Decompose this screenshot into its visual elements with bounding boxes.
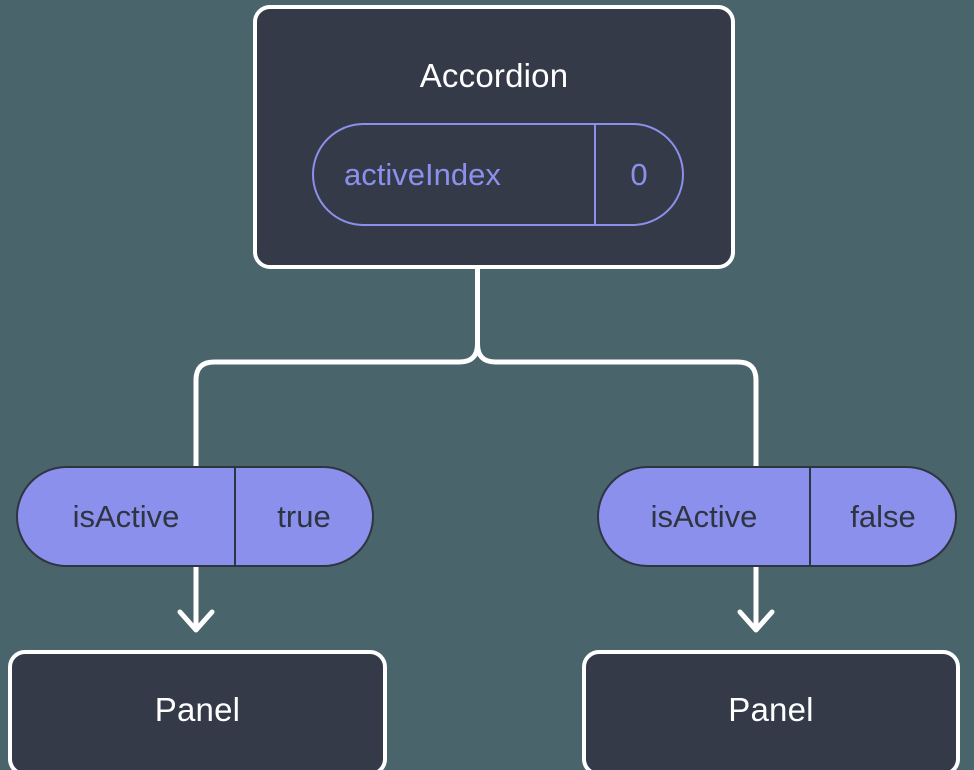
state-pill-value: 0 [594,125,682,224]
arrow-down-right [737,566,775,633]
panel-title: Panel [728,690,814,728]
prop-pill-isactive-false[interactable]: isActive false [597,466,957,567]
node-accordion[interactable]: Accordion activeIndex 0 [253,5,735,269]
prop-pill-value: true [234,468,372,565]
arrow-down-left [177,566,215,633]
node-panel-left[interactable]: Panel [8,650,387,770]
node-panel-right[interactable]: Panel [582,650,960,770]
prop-pill-key: isActive [650,499,758,534]
accordion-title: Accordion [419,57,569,94]
prop-pill-key: isActive [72,499,180,534]
fork-connector [193,265,480,469]
prop-pill-value: false [809,468,955,565]
fork-connector-right [475,341,759,469]
prop-pill-isactive-true[interactable]: isActive true [16,466,374,567]
panel-title: Panel [154,690,241,728]
state-pill-key: activeIndex [344,157,501,192]
state-pill-activeindex[interactable]: activeIndex 0 [312,123,684,226]
